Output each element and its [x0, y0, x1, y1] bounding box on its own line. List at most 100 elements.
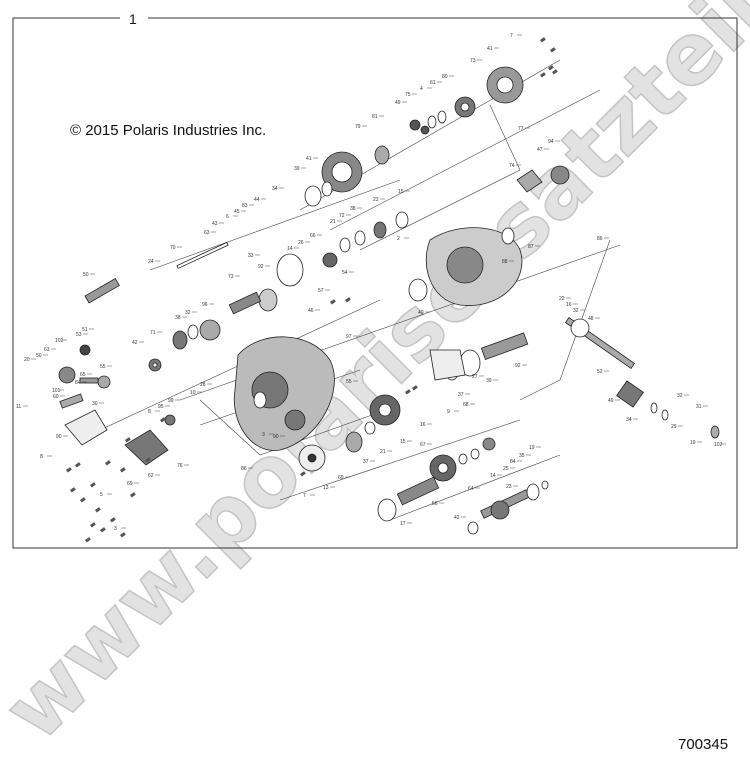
callout-label: 64: [468, 486, 474, 492]
bolt-icon: [89, 522, 96, 528]
callout-label: 5: [100, 492, 103, 498]
callout-label: 8: [148, 409, 151, 415]
callout-label: 99: [168, 398, 174, 404]
callout-label: 42: [454, 515, 460, 521]
callout-label: 74: [509, 163, 515, 169]
callout-label: 39: [486, 378, 492, 384]
callout-label: 57: [318, 288, 324, 294]
callout-label: 88: [502, 259, 508, 265]
part-number: 700345: [678, 736, 728, 753]
callout-label: 51: [82, 327, 88, 333]
callout-label: 10: [190, 390, 196, 396]
callout-label: 7: [303, 493, 306, 499]
callout-label: 63: [44, 347, 50, 353]
bolt-icon: [119, 532, 126, 538]
bolt-icon: [130, 492, 136, 498]
callout-label: 97: [346, 334, 352, 340]
callout-label: 70: [170, 245, 176, 251]
parts: [58, 66, 720, 535]
bolt-icon: [109, 517, 116, 523]
callout-label: 43: [212, 221, 218, 227]
callout-label: 47: [537, 147, 543, 153]
copyright-notice: © 2015 Polaris Industries Inc.: [70, 122, 266, 139]
callout-label: 69: [127, 481, 133, 487]
callout-label: 3: [262, 432, 265, 438]
callout-label: 34: [626, 417, 632, 423]
bolt-icon: [145, 457, 151, 463]
callout-label: 21: [380, 449, 386, 455]
callout-label: 29: [671, 424, 677, 430]
callout-label: 6: [226, 214, 229, 220]
callout-label: 76: [177, 463, 183, 469]
callout-label: 37: [458, 392, 464, 398]
callout-label: 87: [528, 244, 534, 250]
callout-label: 15: [400, 439, 406, 445]
callout-label: 67: [420, 442, 426, 448]
bolt-icon: [99, 527, 106, 533]
callout-label: 90: [56, 434, 62, 440]
cover-plate: [124, 429, 169, 466]
callout-label: 90: [273, 434, 279, 440]
callout-label: 77: [518, 126, 524, 132]
callout-label: 7: [510, 33, 513, 39]
callout-label: 92: [258, 264, 264, 270]
callout-label: 60: [53, 394, 59, 400]
callout-label: 92: [515, 363, 521, 369]
bolt-icon: [124, 437, 131, 443]
callout-label: 32: [573, 308, 579, 314]
callout-label: 73: [228, 274, 234, 280]
callout-label: 102: [714, 442, 723, 448]
bolt-icon: [89, 482, 96, 488]
bolt-icon: [69, 487, 76, 493]
callout-label: 84: [75, 380, 81, 386]
bolt-icon: [330, 299, 336, 305]
callout-label: 11: [16, 404, 21, 410]
callout-label: 8: [40, 454, 43, 460]
callout-label: 24: [148, 259, 154, 265]
callout-label: 26: [298, 240, 304, 246]
callout-label: 16: [420, 422, 426, 428]
callout-label: 50: [83, 272, 89, 278]
callout-label: 40: [418, 310, 424, 316]
callout-label: 32: [677, 393, 683, 399]
callout-label: 55: [346, 379, 352, 385]
bolt-icon: [405, 389, 411, 395]
callout-label: 41: [487, 46, 493, 52]
callout-label: 19: [529, 445, 535, 451]
callout-label: 62: [148, 473, 154, 479]
bolt-icon: [540, 72, 546, 78]
callout-label: 53: [76, 332, 82, 338]
callout-label: 37: [363, 459, 369, 465]
bolt-icon: [94, 507, 101, 513]
callout-label: 19: [690, 440, 696, 446]
bolt-icon: [104, 460, 111, 466]
callout-label: 23: [506, 484, 512, 490]
callout-label: 9: [447, 409, 450, 415]
bolt-icon: [160, 417, 166, 423]
callout-label: 22: [559, 296, 565, 302]
bolt-icon: [65, 467, 72, 473]
callout-label: 86: [597, 236, 603, 242]
bolt-icon: [79, 497, 86, 503]
callout-label: 31: [696, 404, 702, 410]
callout-label: 61: [430, 80, 436, 86]
callout-label: 68: [463, 402, 469, 408]
callout-label: 55: [100, 364, 106, 370]
callout-label: 49: [395, 100, 401, 106]
fasteners: [65, 37, 558, 543]
bolt-icon: [119, 467, 126, 473]
callout-label: 15: [398, 189, 404, 195]
callout-label: 34: [272, 186, 278, 192]
callout-label: 27: [472, 374, 478, 380]
callout-label: 95: [158, 404, 164, 410]
callout-label: 96: [202, 302, 208, 308]
bolt-icon: [548, 65, 554, 71]
callout-label: 52: [597, 369, 603, 375]
diagram-frame: [12, 17, 738, 549]
callout-label: 23: [373, 197, 379, 203]
callout-label: 65: [80, 372, 86, 378]
callout-label: 35: [519, 453, 525, 459]
callout-label: 20: [24, 357, 30, 363]
callout-label: 71: [150, 330, 156, 336]
